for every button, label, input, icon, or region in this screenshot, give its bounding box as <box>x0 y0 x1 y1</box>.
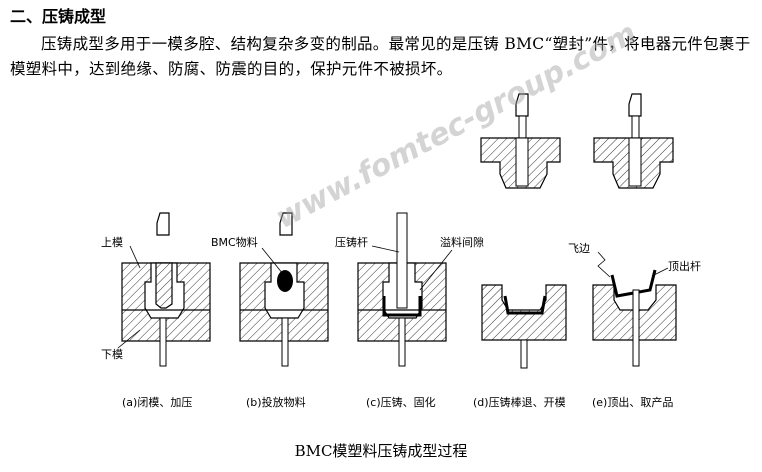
caption-d: (d)压铸棒退、开模 <box>473 395 566 409</box>
upper-mold-open-2 <box>593 93 674 189</box>
section-paragraph: 压铸成型多用于一模多腔、结构复杂多变的制品。最常见的是压铸 BMC“塑封”件，将… <box>10 35 751 78</box>
caption-c: (c)压铸、固化 <box>366 395 436 409</box>
label-flash: 飞边 <box>568 242 590 255</box>
label-lower-mold: 下模 <box>101 348 123 361</box>
stage-e <box>592 269 677 367</box>
leader-lines <box>117 245 669 349</box>
label-upper-mold: 上模 <box>101 236 123 249</box>
stage-d <box>481 284 567 369</box>
stage-b <box>239 212 329 367</box>
caption-e: (e)顶出、取产品 <box>592 395 673 409</box>
label-ejector-pin: 顶出杆 <box>668 259 701 273</box>
upper-mold-open-1 <box>480 93 561 189</box>
caption-b: (b)投放物料 <box>246 395 306 409</box>
label-bmc-material: BMC物料 <box>211 235 258 249</box>
label-overflow-gap: 溢料间隙 <box>440 235 484 249</box>
figure-title: BMC模塑料压铸成型过程 <box>294 442 468 460</box>
stage-a <box>121 212 211 367</box>
caption-a: (a)闭模、加压 <box>122 396 192 409</box>
label-plunger: 压铸杆 <box>335 235 368 249</box>
process-diagram: 上模 下模 BMC物料 压铸杆 溢料间隙 飞边 顶出杆 (a)闭模、加压 (b)… <box>101 93 701 409</box>
stage-c <box>357 212 447 367</box>
section-heading: 二、压铸成型 <box>10 7 107 26</box>
